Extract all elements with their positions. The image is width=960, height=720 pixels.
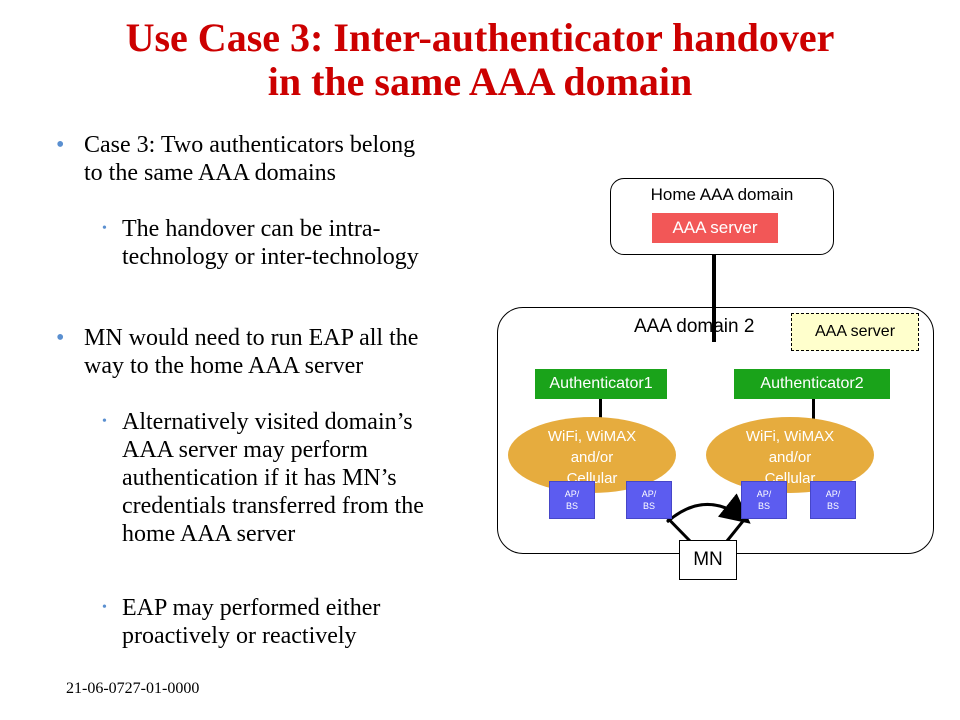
handover-arrow — [666, 493, 751, 524]
visited-aaa-server: AAA server — [791, 313, 919, 351]
sub-bullet-marker: • — [102, 221, 107, 236]
access-point-4: AP/ BS — [810, 481, 856, 519]
sub-bullet-2: Alternatively visited domain’s AAA serve… — [122, 409, 424, 547]
bullet-marker: • — [56, 325, 65, 351]
home-domain-label: Home AAA domain — [650, 185, 794, 204]
access-network-1: WiFi, WiMAX and/or Cellular — [508, 417, 676, 493]
mobile-node: MN — [679, 540, 737, 580]
sub-bullet-marker: • — [102, 600, 107, 615]
bullet-marker: • — [56, 132, 65, 158]
sub-bullet-3: EAP may performed either proactively or … — [122, 595, 381, 649]
authenticator-2: Authenticator2 — [734, 369, 890, 399]
title-line-2: in the same AAA domain — [267, 59, 693, 104]
bullet-2: MN would need to run EAP all the way to … — [84, 325, 419, 379]
authenticator-1: Authenticator1 — [535, 369, 667, 399]
home-aaa-server: AAA server — [652, 213, 778, 243]
document-id: 21-06-0727-01-0000 — [66, 680, 200, 697]
access-point-1: AP/ BS — [549, 481, 595, 519]
access-point-3: AP/ BS — [741, 481, 787, 519]
access-network-2: WiFi, WiMAX and/or Cellular — [706, 417, 874, 493]
access-point-2: AP/ BS — [626, 481, 672, 519]
domain2-label: AAA domain 2 — [634, 316, 755, 337]
sub-bullet-1: The handover can be intra- technology or… — [122, 216, 419, 270]
auth2-link — [812, 398, 815, 424]
home-aaa-domain: Home AAA domain — [610, 178, 834, 255]
home-to-domain2-link — [712, 255, 716, 308]
bullet-1: Case 3: Two authenticators belong to the… — [84, 132, 416, 186]
auth1-link — [599, 398, 602, 424]
domain2-inner-link — [712, 306, 716, 342]
slide-title: Use Case 3: Inter-authenticator handover… — [0, 16, 960, 104]
title-line-1: Use Case 3: Inter-authenticator handover — [125, 15, 835, 60]
sub-bullet-marker: • — [102, 414, 107, 429]
